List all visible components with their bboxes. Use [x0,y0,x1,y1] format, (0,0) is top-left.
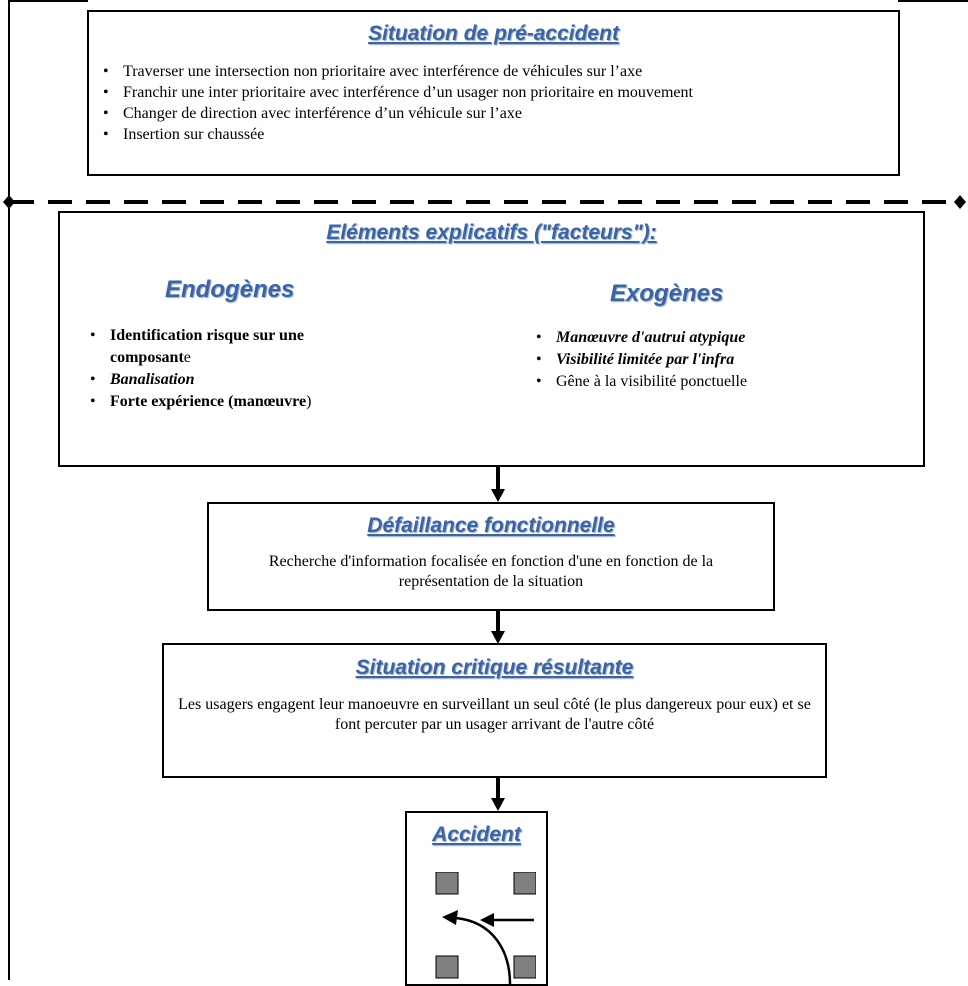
frame-top-line-left [8,0,88,2]
straight-arrow-head [480,913,494,927]
turning-arrow-head [442,910,458,925]
separator-left-diamond [3,195,15,209]
list-item: Manœuvre d'autrui atypique [530,327,890,349]
block-top-left [435,872,459,895]
list-item: Traverser une intersection non prioritai… [97,61,898,82]
defaillance-box: Défaillance fonctionnelle Recherche d'in… [207,502,775,611]
endogenes-item-3-tail: ) [306,393,312,410]
exogenes-title: Exogènes [610,280,724,307]
separator-right-diamond [954,195,966,209]
exogenes-item-2: Visibilité limitée par l'infra [556,351,735,368]
list-item: Changer de direction avec interférence d… [97,103,898,124]
endogenes-item-1-bold: Identification risque sur une composant [110,327,304,366]
factors-box: Eléments explicatifs ("facteurs"): Endog… [58,211,925,467]
pre-accident-list: Traverser une intersection non prioritai… [97,61,898,145]
list-item: Franchir une inter prioritaire avec inte… [97,82,898,103]
pre-accident-box: Situation de pré-accident Traverser une … [87,10,900,176]
turning-vehicle-path [455,916,512,984]
critique-text: Les usagers engagent leur manoeuvre en s… [178,696,811,733]
list-item: Visibilité limitée par l'infra [530,349,890,371]
accident-title: Accident [432,823,521,846]
list-item: Identification risque sur une composante [84,325,384,369]
defaillance-text: Recherche d'information focalisée en fon… [268,553,714,590]
factors-title: Eléments explicatifs ("facteurs"): [326,221,657,244]
frame-top-line-right [898,0,968,2]
critique-title: Situation critique résultante [355,656,634,679]
intersection-diagram [435,872,536,984]
list-item: Insertion sur chaussée [97,124,898,145]
flow-arrow-3 [491,776,505,811]
defaillance-title: Défaillance fonctionnelle [367,514,615,537]
block-bottom-left [435,955,459,979]
list-item: Banalisation [84,369,384,391]
critique-box: Situation critique résultante Les usager… [162,643,827,778]
endogenes-item-3-bold: Forte expérience (manœuvre [110,393,307,410]
endogenes-item-2: Banalisation [110,371,195,388]
exogenes-list: Manœuvre d'autrui atypique Visibilité li… [530,327,890,393]
frame-left-line [8,0,10,980]
dashed-separator [3,195,966,209]
pre-accident-title: Situation de pré-accident [368,22,619,45]
accident-box: Accident [405,811,548,986]
endogenes-list: Identification risque sur une composante… [84,325,384,413]
endogenes-item-1-tail: e [183,349,191,366]
list-item: Gêne à la visibilité ponctuelle [530,371,890,393]
list-item: Forte expérience (manœuvre) [84,391,384,413]
block-top-right [513,872,536,895]
endogenes-title: Endogènes [165,276,295,303]
exogenes-item-1: Manœuvre d'autrui atypique [556,329,746,346]
flow-arrow-2 [491,609,505,644]
flow-arrow-1 [491,465,505,502]
block-bottom-right [513,955,536,979]
